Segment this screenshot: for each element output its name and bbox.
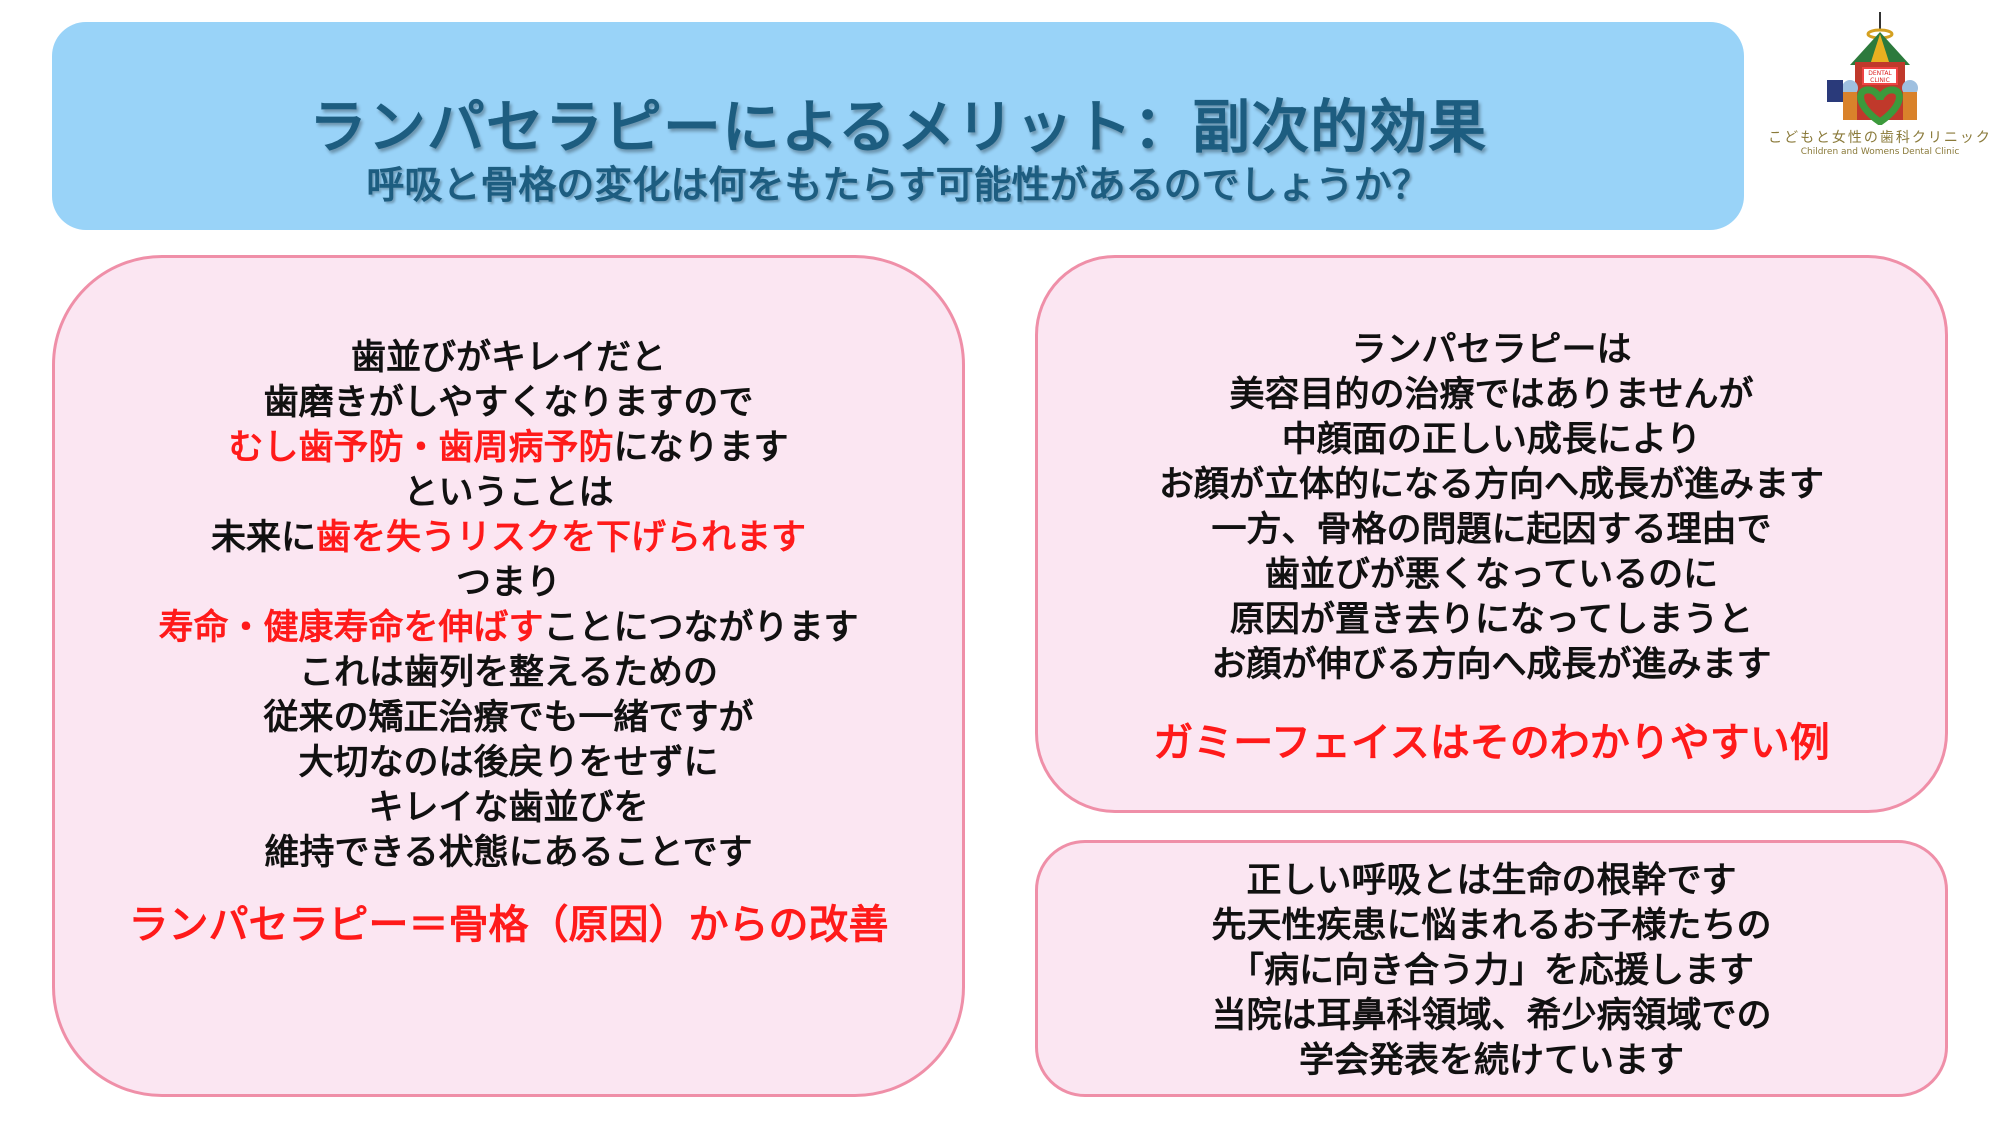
text-segment: ことにつながります bbox=[543, 608, 859, 648]
highlighted-text: 歯を失うリスクを下げられます bbox=[316, 518, 807, 558]
clinic-building-icon: DENTAL CLINIC bbox=[1827, 12, 1918, 125]
header-banner: ランパセラピーによるメリット：副次的効果 呼吸と骨格の変化は何をもたらす可能性が… bbox=[52, 22, 1744, 230]
text-line: 未来に歯を失うリスクを下げられます bbox=[55, 516, 962, 561]
text-line: 当院は耳鼻科領域、希少病領域での bbox=[1211, 996, 1772, 1036]
text-segment: 歯磨きがしやすくなりますので bbox=[263, 383, 754, 423]
text-line: 寿命・健康寿命を伸ばすことにつながります bbox=[55, 606, 962, 651]
text-line: 従来の矯正治療でも一緒ですが bbox=[55, 696, 962, 741]
svg-text:CLINIC: CLINIC bbox=[1870, 77, 1890, 84]
right-bottom-info-box: 正しい呼吸とは生命の根幹です先天性疾患に悩まれるお子様たちの「病に向き合う力」を… bbox=[1035, 840, 1948, 1097]
text-line: 「病に向き合う力」を応援します bbox=[1228, 951, 1754, 991]
text-line: 美容目的の治療ではありませんが bbox=[1229, 375, 1754, 415]
text-line: お顔が立体的になる方向へ成長が進みます bbox=[1158, 465, 1824, 505]
text-line: 維持できる状態にあることです bbox=[55, 831, 962, 876]
highlighted-text: むし歯予防・歯周病予防 bbox=[228, 428, 614, 468]
page-subtitle: 呼吸と骨格の変化は何をもたらす可能性があるのでしょうか？ bbox=[366, 163, 1430, 207]
text-line: ということは bbox=[55, 471, 962, 516]
right-top-summary: ガミーフェイスはそのわかりやすい例 bbox=[1153, 720, 1830, 766]
clinic-name-jp: こどもと女性の歯科クリニック bbox=[1768, 130, 1992, 146]
text-line: 歯並びがキレイだと bbox=[55, 336, 962, 381]
text-segment: 大切なのは後戻りをせずに bbox=[298, 743, 719, 783]
right-bottom-text-lines: 正しい呼吸とは生命の根幹です先天性疾患に悩まれるお子様たちの「病に向き合う力」を… bbox=[1038, 859, 1945, 1084]
clinic-logo: DENTAL CLINIC こどもと女性の歯科クリニック Children an… bbox=[1760, 10, 2000, 180]
clinic-name-en: Children and Womens Dental Clinic bbox=[1800, 147, 1960, 157]
svg-text:DENTAL: DENTAL bbox=[1868, 70, 1892, 77]
text-segment: これは歯列を整えるための bbox=[299, 653, 718, 693]
text-segment: キレイな歯並びを bbox=[368, 788, 649, 828]
text-segment: 従来の矯正治療でも一緒ですが bbox=[263, 698, 754, 738]
text-segment: 歯並びがキレイだと bbox=[350, 338, 666, 378]
text-line: つまり bbox=[55, 561, 962, 606]
left-text-lines: 歯並びがキレイだと歯磨きがしやすくなりますのでむし歯予防・歯周病予防になりますと… bbox=[55, 336, 962, 876]
text-line: ランパセラピーは bbox=[1351, 330, 1632, 370]
text-line: 学会発表を続けています bbox=[1298, 1041, 1684, 1081]
text-segment: 維持できる状態にあることです bbox=[264, 833, 753, 873]
text-line: 大切なのは後戻りをせずに bbox=[55, 741, 962, 786]
text-line: 中顔面の正しい成長により bbox=[1281, 420, 1702, 460]
text-segment: になります bbox=[613, 428, 789, 468]
left-summary: ランパセラピー＝骨格（原因）からの改善 bbox=[128, 902, 889, 948]
right-top-info-box: ランパセラピーは美容目的の治療ではありませんが中顔面の正しい成長によりお顔が立体… bbox=[1035, 255, 1948, 813]
page-title: ランパセラピーによるメリット：副次的効果 bbox=[308, 93, 1488, 161]
left-info-box: 歯並びがキレイだと歯磨きがしやすくなりますのでむし歯予防・歯周病予防になりますと… bbox=[52, 255, 965, 1097]
text-line: 先天性疾患に悩まれるお子様たちの bbox=[1211, 906, 1772, 946]
right-top-text-lines: ランパセラピーは美容目的の治療ではありませんが中顔面の正しい成長によりお顔が立体… bbox=[1038, 328, 1945, 688]
text-line: 歯並びが悪くなっているのに bbox=[1264, 555, 1719, 595]
text-segment: ということは bbox=[403, 473, 614, 513]
text-line: 原因が置き去りになってしまうと bbox=[1229, 600, 1754, 640]
text-line: むし歯予防・歯周病予防になります bbox=[55, 426, 962, 471]
text-line: キレイな歯並びを bbox=[55, 786, 962, 831]
highlighted-text: 寿命・健康寿命を伸ばす bbox=[158, 608, 544, 648]
text-line: 歯磨きがしやすくなりますので bbox=[55, 381, 962, 426]
text-line: 一方、骨格の問題に起因する理由で bbox=[1211, 510, 1772, 550]
text-line: 正しい呼吸とは生命の根幹です bbox=[1246, 861, 1737, 901]
text-line: これは歯列を整えるための bbox=[55, 651, 962, 696]
text-line: お顔が伸びる方向へ成長が進みます bbox=[1211, 645, 1772, 685]
text-segment: 未来に bbox=[210, 518, 316, 558]
text-segment: つまり bbox=[455, 563, 561, 603]
